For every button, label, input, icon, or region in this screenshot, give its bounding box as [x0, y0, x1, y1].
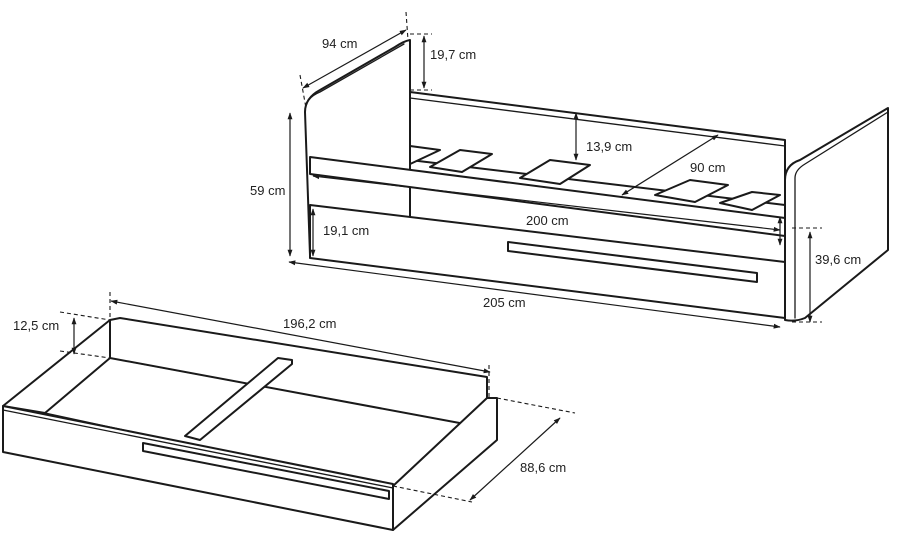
bed-labels: 94 cm 19,7 cm 59 cm 13,9 cm 90 cm 200 cm… [250, 36, 861, 310]
drawer-drawing [2, 317, 498, 531]
label-height: 59 cm [250, 183, 285, 198]
drawer-back-wall [109, 317, 488, 425]
label-total-length: 205 cm [483, 295, 526, 310]
label-headboard-above-back: 19,7 cm [430, 47, 476, 62]
label-frame-side-height: 39,6 cm [815, 252, 861, 267]
label-mattress-width: 90 cm [690, 160, 725, 175]
bed-drawing [304, 39, 889, 322]
label-mattress-length: 200 cm [526, 213, 569, 228]
bed-slat [429, 149, 493, 173]
bed-right-side-panel [784, 107, 889, 322]
label-floor-clearance: 19,1 cm [323, 223, 369, 238]
label-drawer-length: 196,2 cm [283, 316, 336, 331]
label-backrest-height: 13,9 cm [586, 139, 632, 154]
label-drawer-width: 88,6 cm [520, 460, 566, 475]
drawer-front-panel [2, 405, 394, 531]
bed-dimension-lines [287, 11, 822, 329]
drawer-left-wall [2, 319, 111, 414]
drawer-labels: 12,5 cm 196,2 cm 88,6 cm [13, 316, 566, 475]
drawer-handle [142, 442, 390, 500]
drawer-dimension-lines [59, 292, 576, 503]
label-drawer-wall-height: 12,5 cm [13, 318, 59, 333]
label-depth-top: 94 cm [322, 36, 357, 51]
